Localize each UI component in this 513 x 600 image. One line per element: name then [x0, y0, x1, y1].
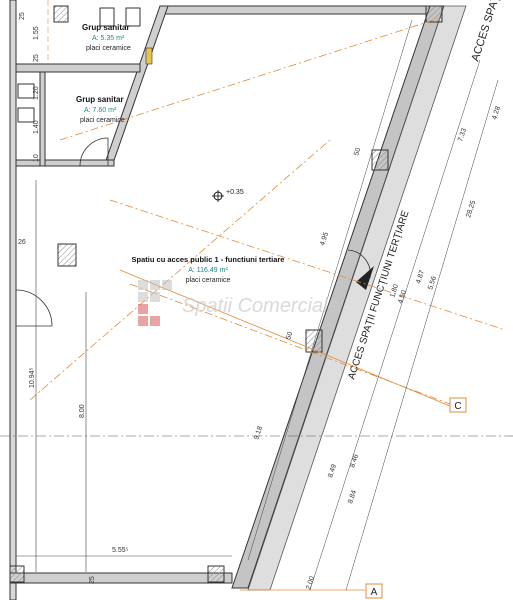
dim-text: 1.55 [33, 26, 40, 40]
main-room-name: Spatiu cu acces public 1 - functiuni ter… [132, 255, 285, 264]
dim-text: 26 [18, 239, 26, 246]
wc2-name: Grup sanitar [76, 95, 124, 104]
dim-text: 4.87 [415, 269, 426, 284]
wc1-area: A: 5.35 m² [92, 35, 125, 42]
grid-axis-diag [109, 199, 506, 331]
dim-text: 10.94⁵ [29, 367, 36, 388]
dim-line-diag [247, 19, 413, 561]
toilet-fixture [17, 83, 35, 99]
grid-axis-c [119, 269, 451, 407]
top-wall [159, 5, 431, 15]
dim-text: 4.50 [397, 289, 408, 304]
wc1-name: Grup sanitar [82, 23, 130, 32]
axis-marker-a [365, 583, 383, 599]
axis-marker-c [449, 397, 467, 413]
door-swing [79, 137, 109, 167]
dim-text: 8.00 [79, 404, 86, 418]
watermark-logo [138, 280, 172, 326]
door-mark [145, 47, 153, 65]
wc1-finish: placi ceramice [86, 45, 131, 52]
door-swing [15, 289, 53, 327]
dim-text: 9.18 [253, 425, 264, 440]
vent-shaft [53, 5, 69, 23]
dim-text: 25 [19, 12, 26, 20]
column [207, 565, 225, 583]
wc2-finish: placi ceramice [80, 117, 125, 124]
wc-inner-wall [39, 71, 46, 167]
axis-label-c: C [454, 401, 461, 412]
dim-text: 4.28 [491, 105, 502, 120]
wc-lower-wall [15, 159, 115, 167]
dim-text: 50 [353, 147, 362, 157]
entrance-arrow [356, 266, 374, 290]
dim-line-diag [309, 59, 481, 591]
dim-text: 1.80 [389, 283, 400, 298]
column [425, 5, 443, 23]
access-label-top: ACCES SPAȚII [469, 0, 504, 63]
grid-axis-diag [29, 139, 331, 401]
dim-text: 50 [285, 331, 294, 341]
main-room-finish: placi ceramice [186, 277, 231, 284]
main-room-area: A: 116.49 m² [188, 267, 228, 274]
toilet-fixture [17, 107, 35, 123]
sink-fixture [99, 7, 115, 27]
dim-text: 5.56 [427, 275, 438, 290]
grid-axis-diag [59, 17, 441, 141]
column [305, 329, 323, 353]
dim-text: 8.49 [327, 463, 338, 478]
watermark-text: Spatii Comerciale [182, 295, 339, 317]
dim-text: 25 [33, 54, 40, 62]
dim-text: 8.84 [347, 489, 358, 504]
column [57, 243, 77, 267]
bottom-wall [9, 572, 233, 584]
dim-text: 28.25 [465, 200, 477, 219]
dim-text: 2.00 [305, 575, 316, 590]
dim-text: 1.20 [33, 86, 40, 100]
wc2-area: A: 7.60 m² [84, 107, 117, 114]
left-wall [9, 0, 17, 600]
dim-text: 5.55⁵ [112, 547, 129, 554]
wc-top-sep [15, 63, 141, 73]
dim-text: 25 [89, 576, 96, 584]
dim-text: 7.33 [457, 127, 468, 142]
dim-text: 1.40 [33, 120, 40, 134]
level-mark-text: +0.35 [226, 189, 244, 196]
dim-text: 8.46 [349, 453, 360, 468]
sink-fixture [125, 7, 141, 27]
axis-label-a: A [371, 587, 378, 598]
column [371, 149, 389, 171]
dim-text: 10 [33, 154, 40, 162]
dim-text: 4.95 [319, 231, 330, 246]
dim-line-diag [345, 79, 499, 591]
column [9, 565, 25, 583]
